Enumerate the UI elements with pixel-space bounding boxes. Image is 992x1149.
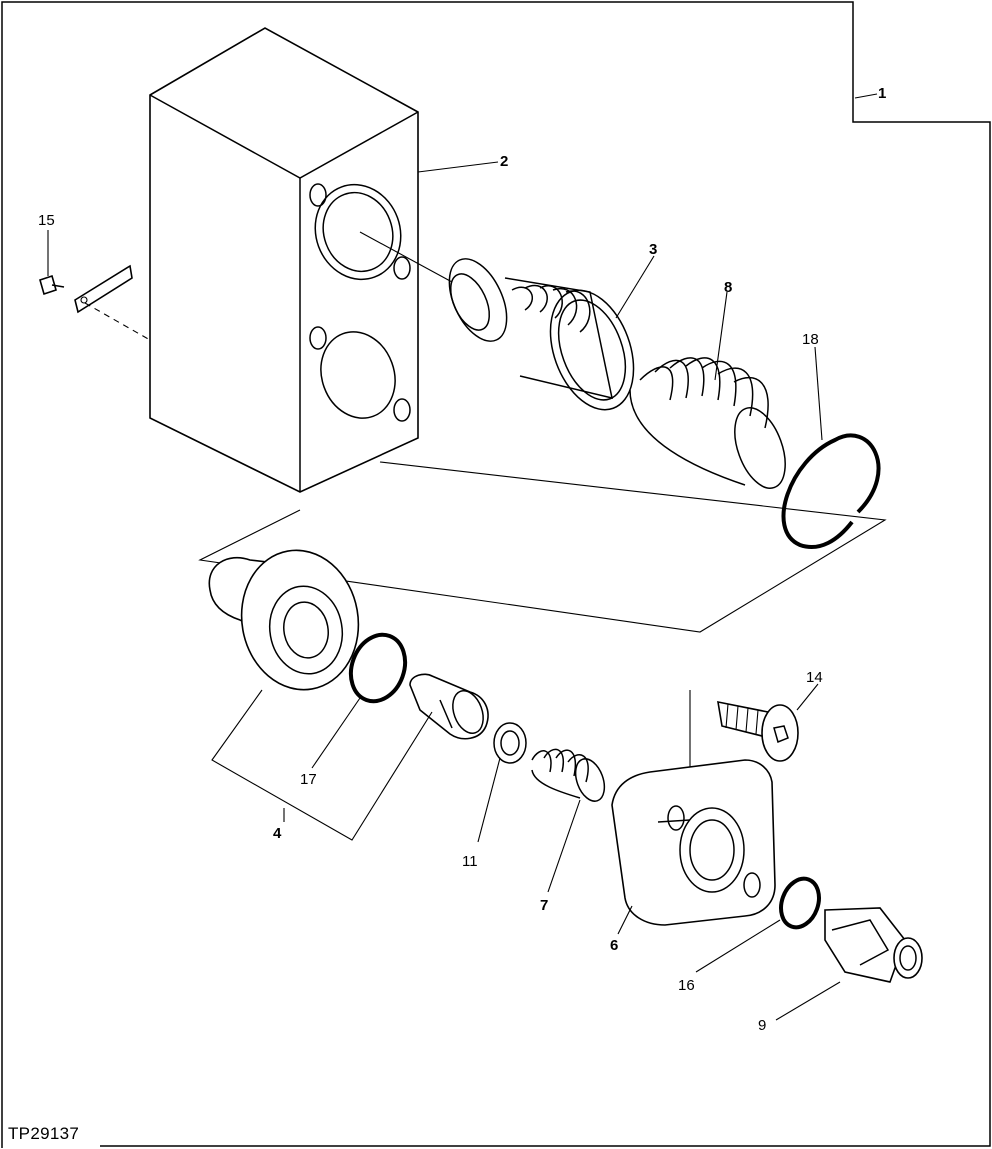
tag-screw xyxy=(39,264,151,341)
callout-7: 7 xyxy=(540,897,548,914)
callout-4: 4 xyxy=(273,825,282,842)
callout-17: 17 xyxy=(300,771,317,788)
figure-id-label: TP29137 xyxy=(8,1124,80,1143)
fitting xyxy=(824,907,923,983)
snap-ring xyxy=(781,433,881,549)
bellows xyxy=(448,258,635,411)
callout-14: 14 xyxy=(806,669,823,686)
small-spring xyxy=(531,748,606,802)
callout-6: 6 xyxy=(610,937,618,954)
o-ring-17 xyxy=(348,632,408,704)
callout-9: 9 xyxy=(758,1017,766,1034)
o-ring-16 xyxy=(779,876,821,930)
callout-3: 3 xyxy=(649,241,657,258)
callout-11: 11 xyxy=(462,853,478,870)
plunger-housing xyxy=(208,549,360,691)
callout-15: 15 xyxy=(38,212,55,229)
callout-8: 8 xyxy=(724,279,732,296)
main-spring xyxy=(629,357,786,489)
poppet xyxy=(409,673,489,740)
callout-16: 16 xyxy=(678,977,695,994)
washer xyxy=(493,722,527,764)
callout-1: 1 xyxy=(878,85,886,102)
assembly-line xyxy=(198,461,887,633)
leader-lines xyxy=(47,93,878,1021)
callout-18: 18 xyxy=(802,331,819,348)
adapter-flange xyxy=(611,759,776,926)
cap-screw xyxy=(689,690,799,806)
callout-2: 2 xyxy=(500,153,508,170)
valve-body xyxy=(149,27,419,493)
